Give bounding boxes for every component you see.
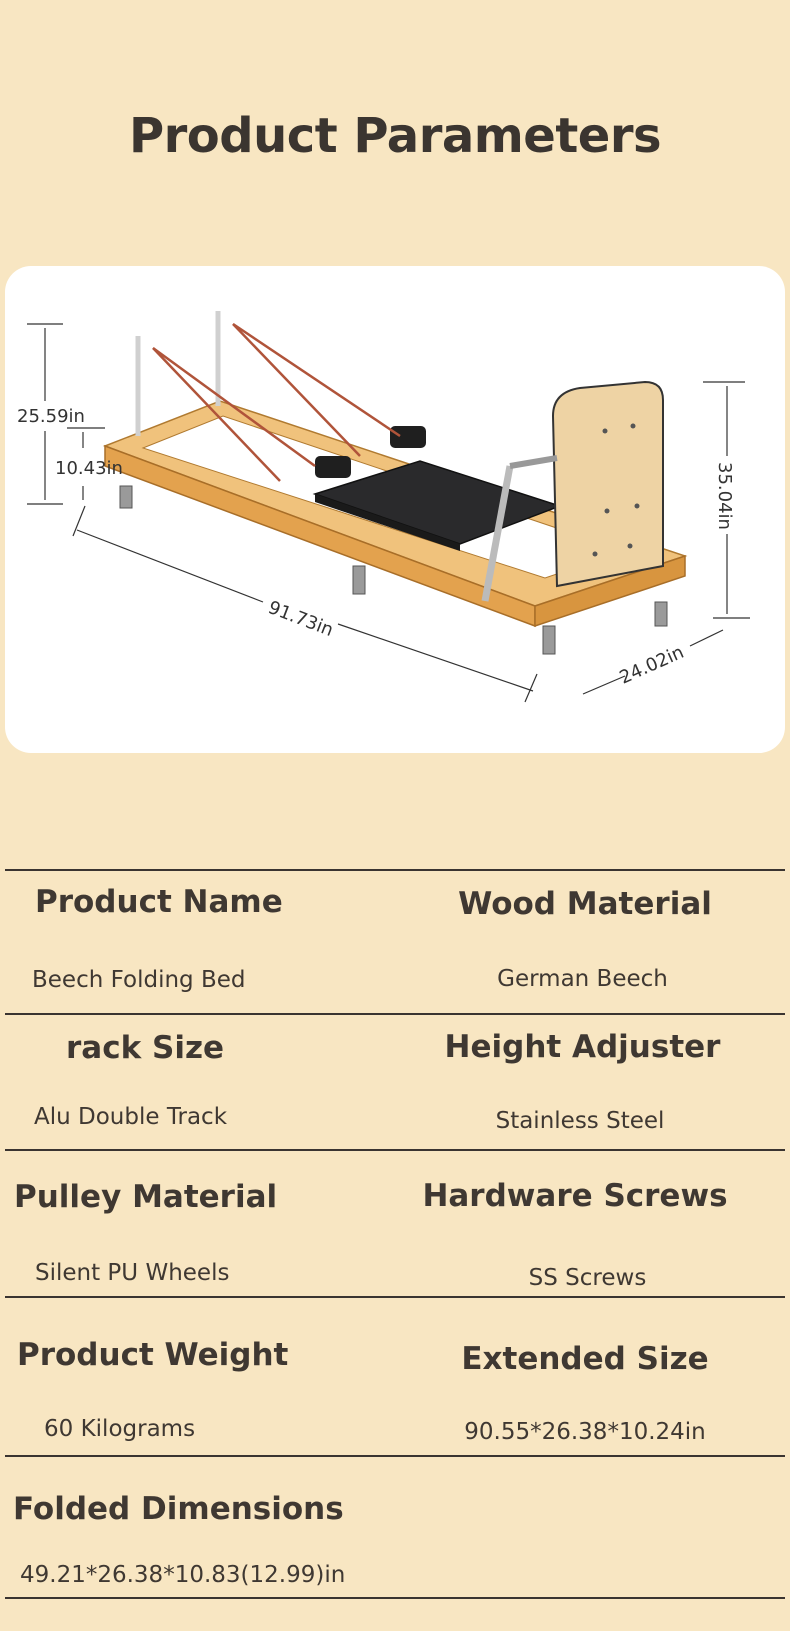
- dim-line: [689, 629, 724, 647]
- param-label-product-name: Product Name: [35, 884, 283, 920]
- leg: [542, 625, 556, 655]
- box: [551, 380, 664, 588]
- leg: [352, 565, 366, 595]
- rope: [152, 346, 316, 468]
- page-title: Product Parameters: [128, 108, 662, 164]
- param-value-product-weight: 60 Kilograms: [44, 1416, 196, 1442]
- param-label-product-weight: Product Weight: [17, 1337, 289, 1373]
- frame-end: [534, 554, 686, 628]
- table-rule: [5, 869, 785, 871]
- dim-line: [76, 529, 264, 603]
- table-rule: [5, 1296, 785, 1298]
- param-value-hardware-screws: SS Screws: [528, 1265, 647, 1291]
- dim-label-width: 24.02in: [616, 642, 687, 689]
- rope: [232, 323, 361, 457]
- shoulder-rest: [315, 456, 351, 478]
- leg: [654, 601, 668, 627]
- param-label-wood-material: Wood Material: [458, 886, 712, 922]
- param-label-hardware-screws: Hardware Screws: [422, 1178, 728, 1214]
- param-label-pulley-material: Pulley Material: [14, 1179, 278, 1215]
- param-label-folded-dimensions: Folded Dimensions: [13, 1491, 344, 1527]
- param-value-product-name: Beech Folding Bed: [32, 967, 246, 993]
- param-label-rack-size: rack Size: [66, 1030, 225, 1066]
- param-label-extended-size: Extended Size: [461, 1341, 709, 1377]
- param-value-extended-size: 90.55*26.38*10.24in: [464, 1419, 706, 1445]
- rope: [232, 322, 401, 438]
- footbar: [481, 465, 514, 602]
- leg: [119, 485, 133, 509]
- param-value-rack-size: Alu Double Track: [34, 1104, 228, 1130]
- dim-label-height-bed: 10.43in: [55, 458, 123, 479]
- dim-line: [72, 505, 86, 537]
- param-value-folded-dimensions: 49.21*26.38*10.83(12.99)in: [20, 1562, 346, 1588]
- param-value-wood-material: German Beech: [497, 966, 668, 992]
- shoulder-rest: [390, 426, 426, 448]
- dim-line: [524, 673, 538, 703]
- table-rule: [5, 1149, 785, 1151]
- param-value-pulley-material: Silent PU Wheels: [35, 1260, 230, 1286]
- reformer-illustration: 25.59in 10.43in 91.73in 24.02in 35.04in: [17, 311, 750, 703]
- product-diagram: 25.59in 10.43in 91.73in 24.02in 35.04in: [5, 266, 785, 753]
- table-rule: [5, 1597, 785, 1599]
- table-rule: [5, 1455, 785, 1457]
- rope: [152, 347, 281, 482]
- table-rule: [5, 1013, 785, 1015]
- dim-label-height-box: 35.04in: [714, 462, 735, 530]
- dim-label-height-frame: 25.59in: [17, 406, 85, 427]
- param-value-height-adjuster: Stainless Steel: [495, 1108, 665, 1134]
- dim-label-length: 91.73in: [265, 597, 336, 641]
- param-label-height-adjuster: Height Adjuster: [444, 1029, 721, 1065]
- dim-line: [582, 675, 626, 695]
- dim-line: [337, 623, 534, 692]
